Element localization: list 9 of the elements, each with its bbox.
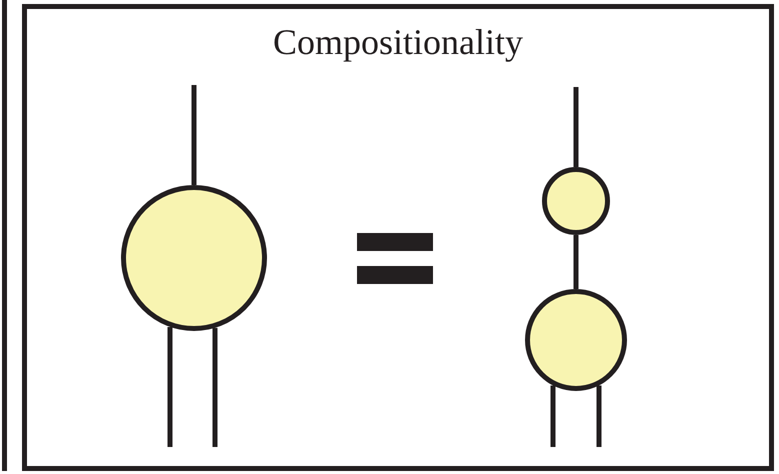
wire-line [550, 386, 556, 447]
wire-line [574, 235, 578, 289]
wire-line [596, 386, 602, 447]
panel-title: Compositionality [272, 21, 524, 63]
wire-line [212, 328, 218, 447]
wire-line [192, 85, 196, 185]
wire-line [574, 87, 578, 167]
panel [22, 4, 774, 471]
wire-line [168, 326, 172, 447]
